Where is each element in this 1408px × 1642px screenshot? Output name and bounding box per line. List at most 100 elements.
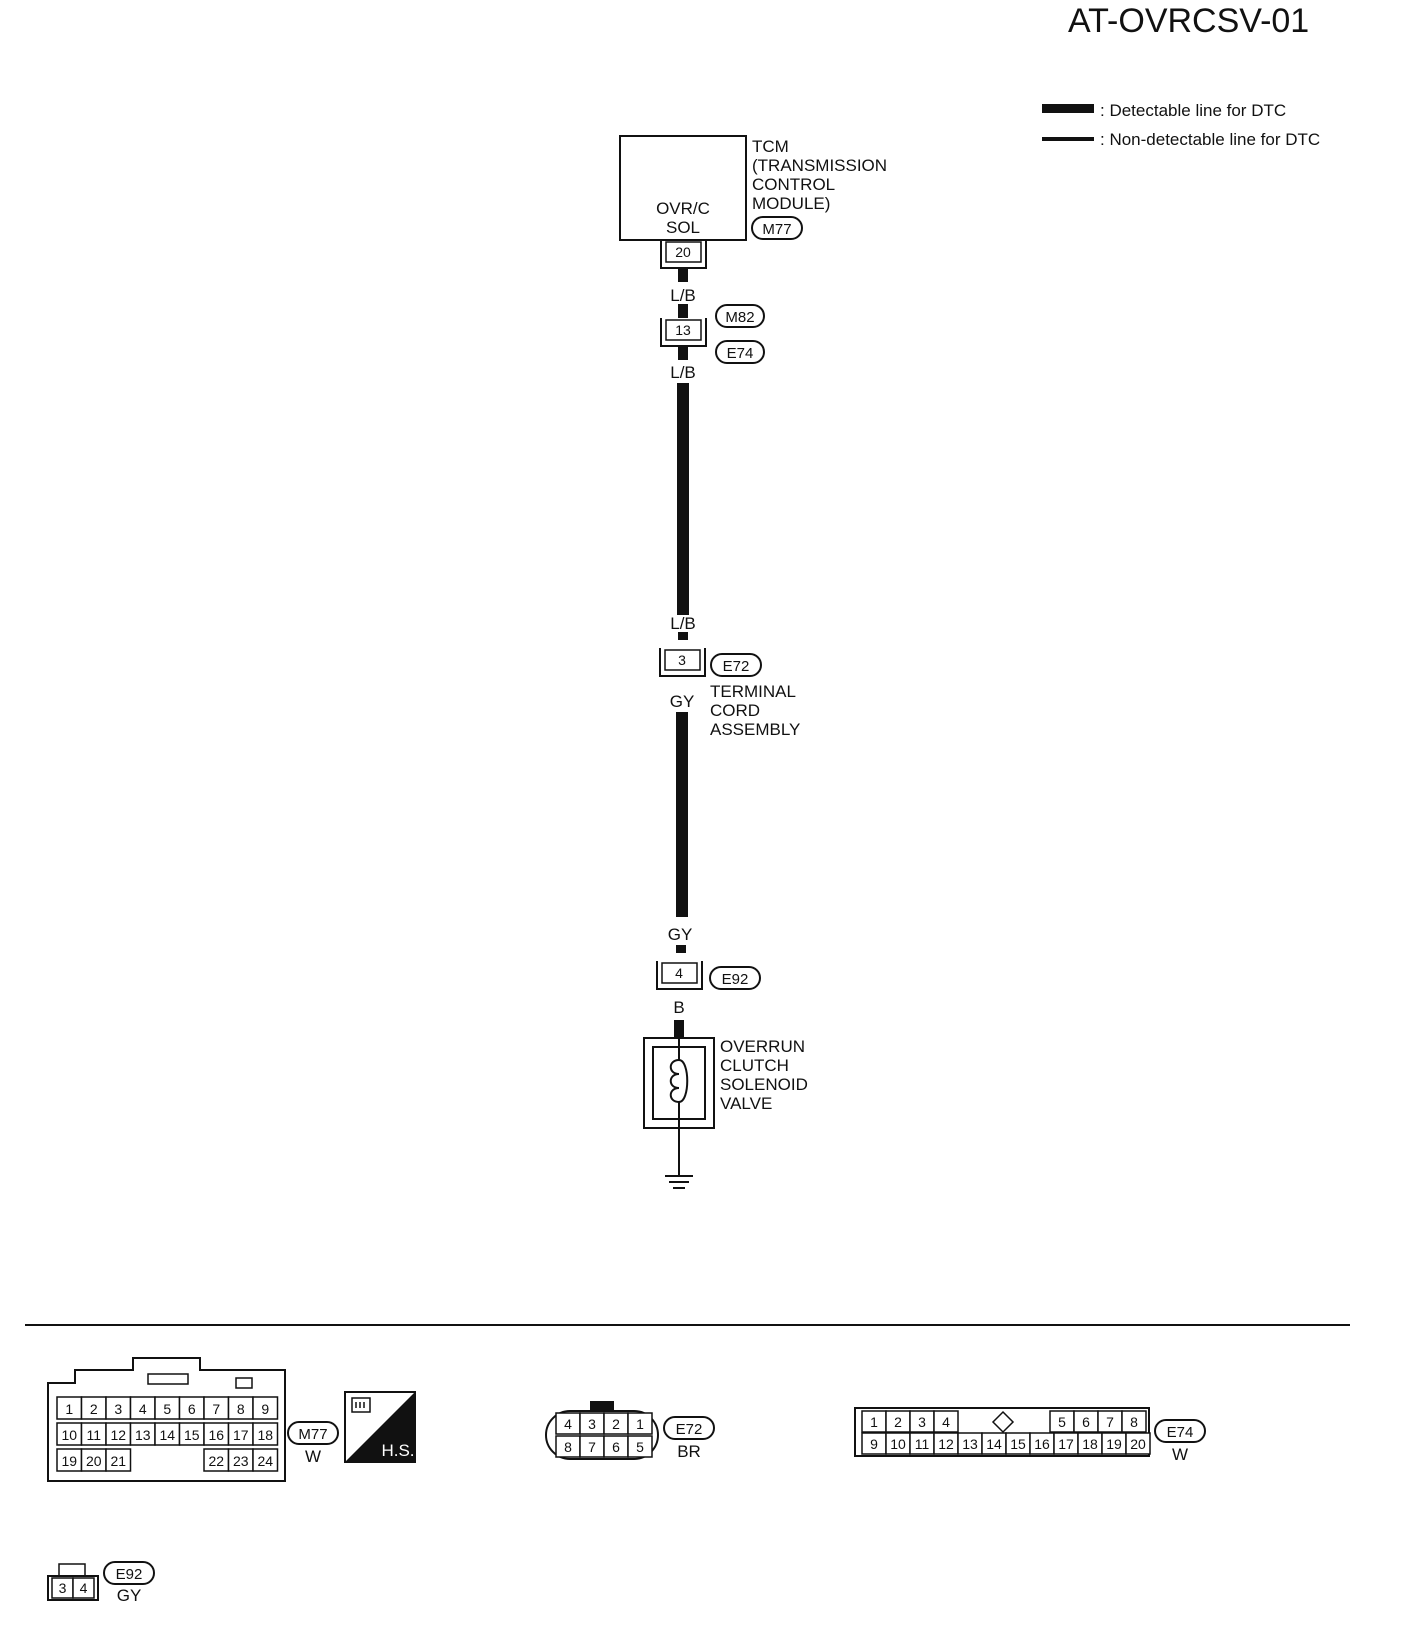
wire-segment-2 bbox=[678, 304, 688, 318]
junction2-name-3: ASSEMBLY bbox=[710, 720, 800, 739]
pin-number: 6 bbox=[1082, 1414, 1090, 1430]
pin-number: 15 bbox=[184, 1427, 200, 1443]
wire-segment-3 bbox=[678, 346, 688, 360]
tcm-name-1: TCM bbox=[752, 137, 789, 156]
e92-color: GY bbox=[117, 1586, 142, 1605]
junction2-badge bbox=[710, 653, 762, 677]
wire-color-4: GY bbox=[670, 692, 695, 711]
pin-number: 3 bbox=[114, 1401, 122, 1417]
pin-number: 2 bbox=[612, 1416, 620, 1432]
pin-number: 19 bbox=[61, 1453, 77, 1469]
pin-number: 4 bbox=[80, 1580, 88, 1596]
pin-number: 20 bbox=[1130, 1436, 1146, 1452]
pin-number: 3 bbox=[918, 1414, 926, 1430]
pin-number: 5 bbox=[163, 1401, 171, 1417]
pin-number: 17 bbox=[233, 1427, 249, 1443]
pin-number: 22 bbox=[208, 1453, 224, 1469]
pin-cell bbox=[627, 1435, 653, 1458]
pin-number: 3 bbox=[59, 1580, 67, 1596]
e92-outline bbox=[47, 1575, 99, 1601]
wire-color-1: L/B bbox=[670, 286, 696, 305]
pin-number: 4 bbox=[139, 1401, 147, 1417]
tcm-connector-badge bbox=[751, 216, 803, 240]
pin-number: 9 bbox=[261, 1401, 269, 1417]
hs-icon-triangle bbox=[345, 1392, 415, 1462]
pin-cell bbox=[1125, 1432, 1151, 1455]
wire-segment-8 bbox=[674, 1020, 684, 1038]
solenoid-name-2: CLUTCH bbox=[720, 1056, 789, 1075]
solenoid-name-3: SOLENOID bbox=[720, 1075, 808, 1094]
tcm-connector-id: M77 bbox=[762, 221, 791, 238]
wire-segment-7 bbox=[676, 945, 686, 953]
pin-number: 16 bbox=[208, 1427, 224, 1443]
tcm-pin-number: 20 bbox=[675, 244, 691, 260]
pin-number: 10 bbox=[61, 1427, 77, 1443]
junction1-pin-box bbox=[665, 319, 702, 341]
junction2-connector-id: E72 bbox=[723, 658, 750, 675]
m77-id: M77 bbox=[298, 1426, 327, 1443]
wire-color-3: L/B bbox=[670, 614, 696, 633]
e72-id-badge bbox=[663, 1416, 715, 1440]
pin-number: 16 bbox=[1034, 1436, 1050, 1452]
junction1-connector-bottom: E74 bbox=[727, 345, 754, 362]
ground-icon bbox=[665, 1128, 693, 1189]
pin-cell bbox=[627, 1412, 653, 1435]
m77-id-badge bbox=[287, 1421, 339, 1445]
junction2-bracket bbox=[659, 648, 706, 677]
pin-number: 10 bbox=[890, 1436, 906, 1452]
wire-segment-1 bbox=[678, 268, 688, 282]
wire-segment-4 bbox=[677, 383, 689, 615]
pin-cell bbox=[252, 1448, 279, 1472]
pin-number: 2 bbox=[894, 1414, 902, 1430]
pin-number: 20 bbox=[86, 1453, 102, 1469]
e92-id: E92 bbox=[116, 1566, 143, 1583]
e72-id: E72 bbox=[676, 1421, 703, 1438]
pin-number: 21 bbox=[110, 1453, 126, 1469]
pin-number: 17 bbox=[1058, 1436, 1074, 1452]
pin-number: 24 bbox=[257, 1453, 273, 1469]
pin-number: 13 bbox=[135, 1427, 151, 1443]
pin-number: 8 bbox=[564, 1439, 572, 1455]
junction2-pin-number: 3 bbox=[678, 652, 686, 668]
junction1-badge-top bbox=[715, 304, 765, 328]
junction2-pin-box bbox=[664, 649, 701, 671]
legend-detectable-label: : Detectable line for DTC bbox=[1100, 101, 1286, 120]
e74-id-badge bbox=[1154, 1419, 1206, 1443]
pin-number: 8 bbox=[1130, 1414, 1138, 1430]
e74-color: W bbox=[1172, 1445, 1188, 1464]
m77-outline bbox=[47, 1357, 286, 1482]
pin-number: 4 bbox=[942, 1414, 950, 1430]
junction2-name-2: CORD bbox=[710, 701, 760, 720]
pin-number: 6 bbox=[188, 1401, 196, 1417]
pin-number: 12 bbox=[938, 1436, 954, 1452]
e92-key bbox=[58, 1563, 86, 1577]
pin-cell bbox=[1121, 1410, 1147, 1433]
pin-cell bbox=[105, 1448, 132, 1472]
m77-key bbox=[235, 1377, 253, 1389]
pin-number: 1 bbox=[65, 1401, 73, 1417]
pin-number: 11 bbox=[915, 1436, 930, 1452]
pin-number: 23 bbox=[233, 1453, 249, 1469]
pin-number: 8 bbox=[237, 1401, 245, 1417]
pin-number: 7 bbox=[1106, 1414, 1114, 1430]
junction2-name-1: TERMINAL bbox=[710, 682, 796, 701]
tcm-name-4: MODULE) bbox=[752, 194, 830, 213]
e72-key bbox=[590, 1401, 614, 1411]
pin-number: 18 bbox=[257, 1427, 273, 1443]
pin-number: 5 bbox=[1058, 1414, 1066, 1430]
solenoid-name-4: VALVE bbox=[720, 1094, 772, 1113]
e72-color: BR bbox=[677, 1442, 701, 1461]
pin-cell bbox=[252, 1422, 279, 1446]
tcm-box bbox=[619, 135, 747, 241]
wire-segment-5 bbox=[678, 632, 688, 640]
e74-key bbox=[991, 1410, 1015, 1434]
tcm-name-2: (TRANSMISSION bbox=[752, 156, 887, 175]
legend-detectable-swatch bbox=[1042, 104, 1094, 113]
wire-color-6: B bbox=[673, 998, 684, 1017]
tcm-terminal-label-1: OVR/C bbox=[656, 199, 710, 218]
overrun-clutch-solenoid: OVERRUN CLUTCH SOLENOID VALVE bbox=[643, 1037, 808, 1129]
pin-number: 12 bbox=[110, 1427, 126, 1443]
tcm-module: OVR/C SOL TCM (TRANSMISSION CONTROL MODU… bbox=[619, 135, 887, 269]
pin-number: 6 bbox=[612, 1439, 620, 1455]
